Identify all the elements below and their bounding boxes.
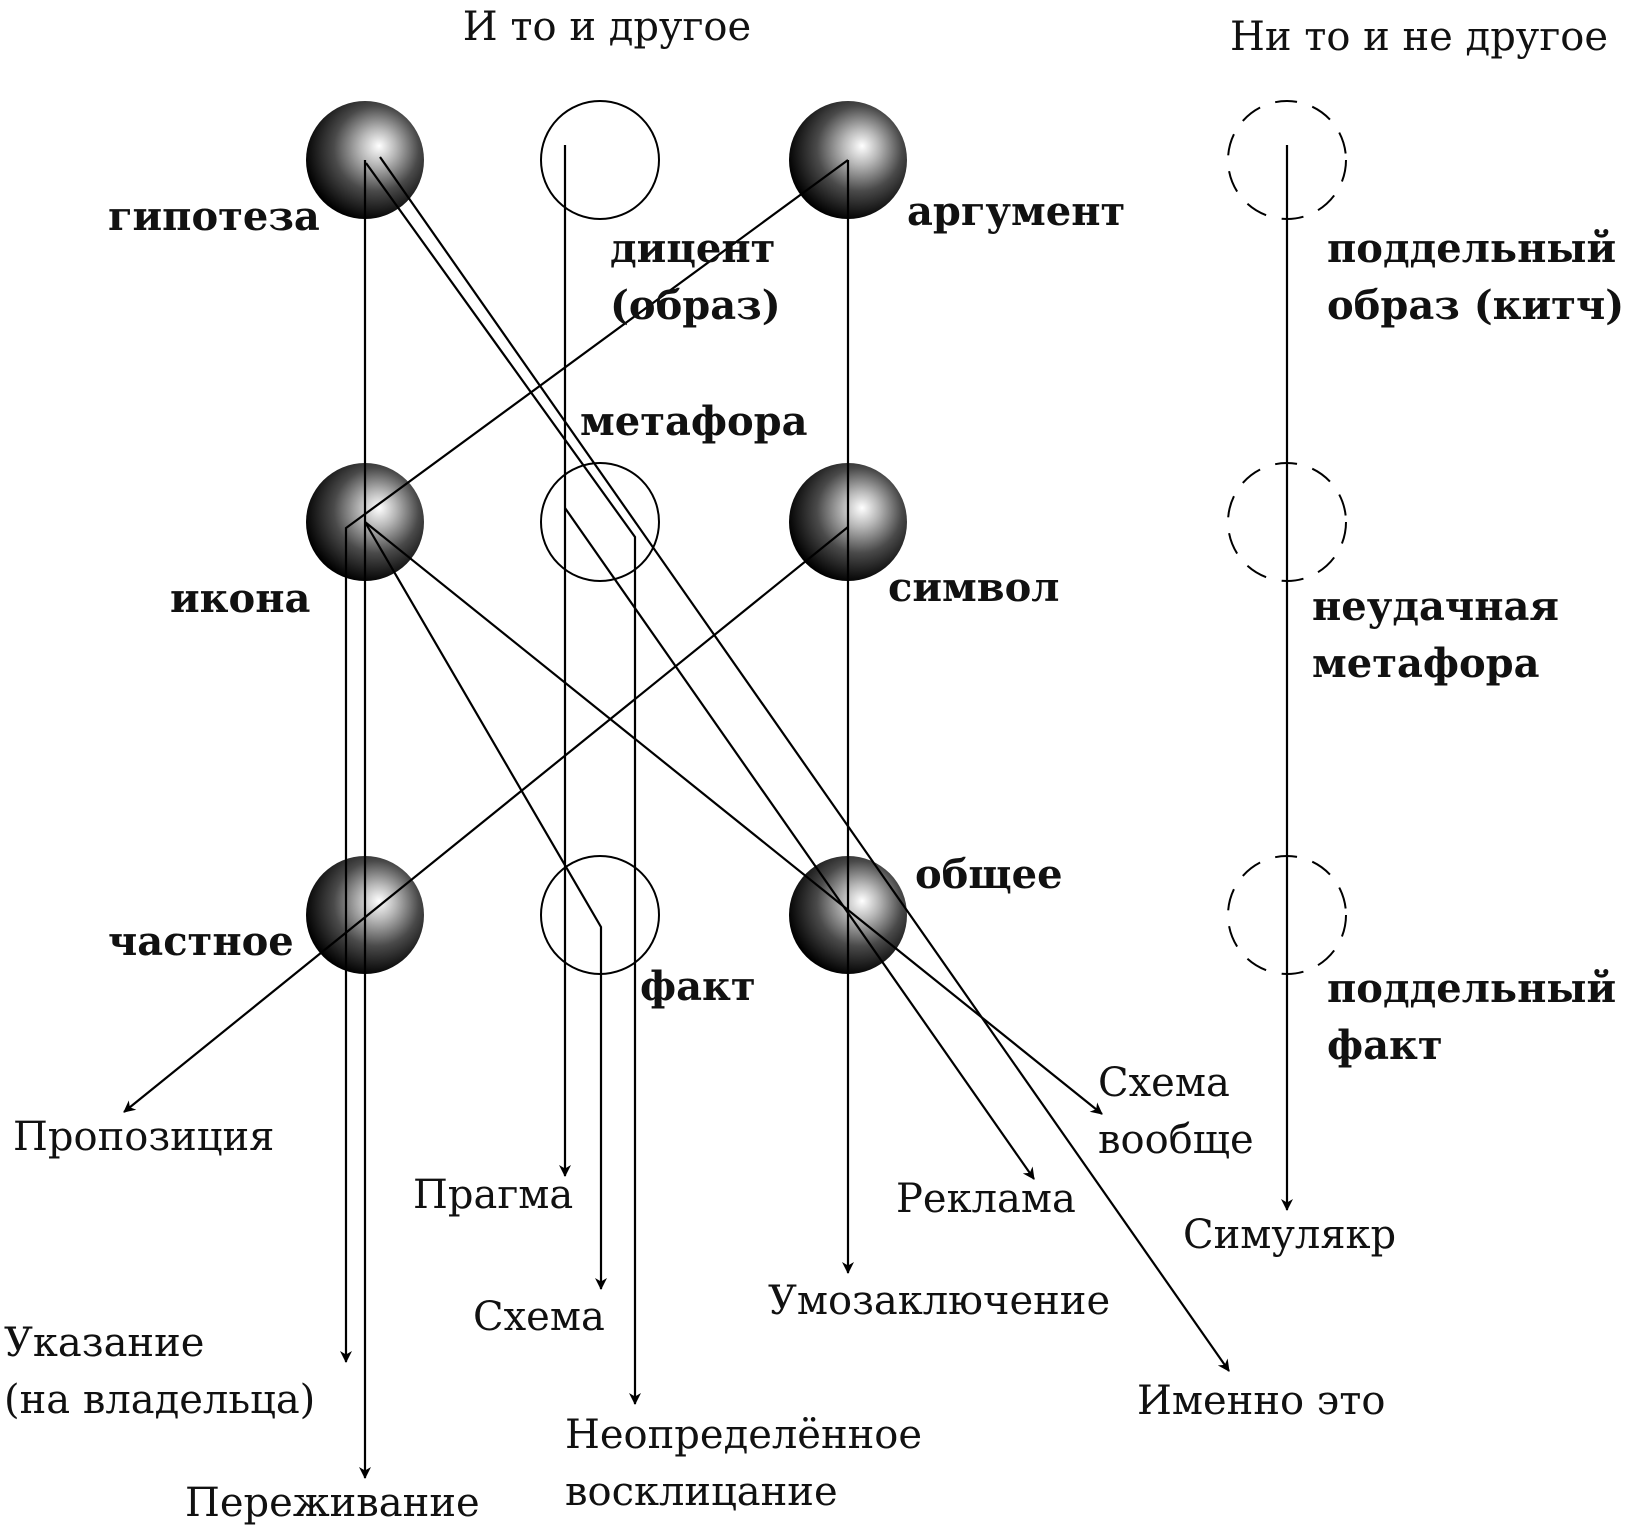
outcome-pragma: Прагма bbox=[413, 1172, 573, 1218]
edge-hypothesis-exactly-this bbox=[379, 156, 1230, 1372]
edge-argument-proposition bbox=[340, 159, 849, 1363]
node-dicent bbox=[540, 100, 660, 220]
label-general: общее bbox=[915, 851, 1063, 898]
label-fact: факт bbox=[640, 963, 756, 1010]
header-both: И то и другое bbox=[463, 4, 751, 50]
outcome-exactly-this: Именно это bbox=[1137, 1378, 1385, 1424]
outcome-scheme: Схема bbox=[473, 1294, 605, 1340]
outcome-proposition: Пропозиция bbox=[13, 1114, 274, 1160]
label-symbol: символ bbox=[888, 564, 1059, 611]
label-dicent: дицент(образ) bbox=[610, 225, 781, 329]
edges bbox=[123, 145, 1293, 1479]
label-metaphor: метафора bbox=[580, 398, 808, 445]
outcome-advertising: Реклама bbox=[896, 1176, 1076, 1222]
label-argument: аргумент bbox=[907, 188, 1125, 235]
node-metaphor bbox=[540, 462, 660, 582]
outcome-simulacrum: Симулякр bbox=[1183, 1212, 1396, 1258]
edge-icon-scheme bbox=[364, 521, 607, 1290]
edge-metaphor-advertising bbox=[564, 507, 1035, 1180]
label-icon: икона bbox=[170, 575, 310, 622]
outcome-inference: Умозаключение bbox=[768, 1278, 1110, 1324]
edge-icon-scheme-general bbox=[364, 521, 1103, 1115]
label-hypothesis: гипотеза bbox=[108, 193, 320, 240]
outcome-indication: Указание(на владельца) bbox=[4, 1320, 315, 1423]
label-particular: частное bbox=[108, 918, 294, 965]
header-neither: Ни то и не другое bbox=[1230, 14, 1608, 60]
edge-symbol-proposition bbox=[123, 526, 849, 1113]
edge-hypothesis-indefinite bbox=[365, 162, 641, 1405]
outcome-experience: Переживание bbox=[185, 1480, 480, 1526]
